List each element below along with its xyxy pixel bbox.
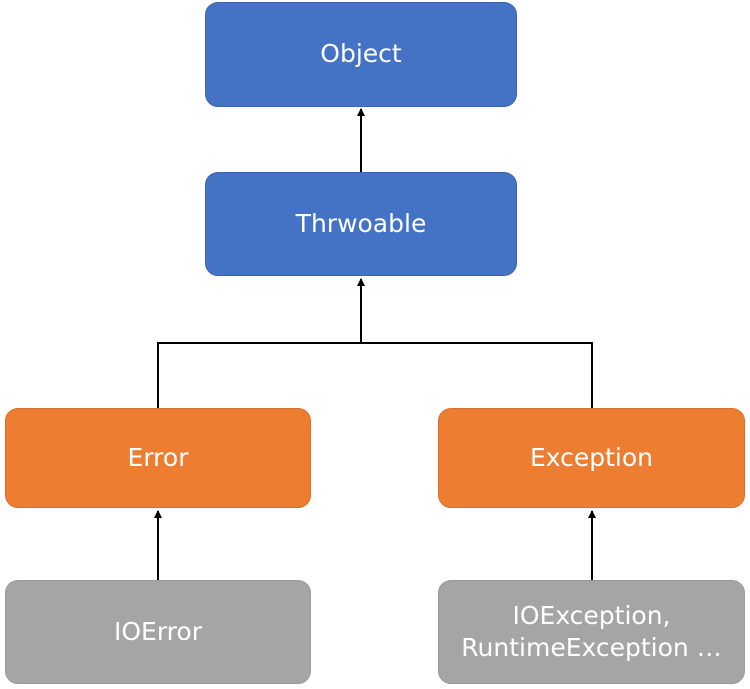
node-error: Error — [5, 408, 311, 508]
node-throwable: Thrwoable — [205, 172, 517, 276]
node-ioerror: IOError — [5, 580, 311, 684]
node-ioexception-label-line1: IOException, — [512, 600, 671, 630]
connector-error-branch — [157, 342, 593, 408]
node-throwable-label: Thrwoable — [295, 208, 427, 238]
node-ioerror-label: IOError — [114, 616, 202, 646]
node-ioexception: IOException, RuntimeException … — [438, 580, 745, 684]
node-ioexception-label-line2: RuntimeException … — [461, 633, 722, 662]
node-error-label: Error — [127, 442, 189, 472]
node-exception: Exception — [438, 408, 745, 508]
node-object: Object — [205, 2, 517, 107]
node-object-label: Object — [320, 39, 402, 69]
node-exception-label: Exception — [529, 442, 654, 472]
